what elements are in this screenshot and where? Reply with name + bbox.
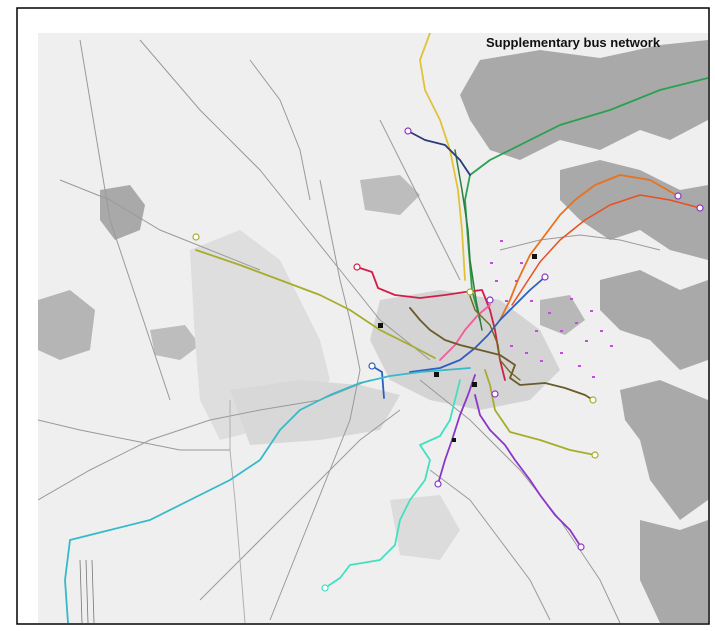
water-areas	[38, 40, 708, 623]
station-icons	[378, 254, 537, 442]
bus-routes	[64, 33, 708, 623]
route-brown	[409, 307, 594, 401]
route-navy	[407, 130, 471, 176]
route-blue	[371, 365, 385, 399]
route-teal	[64, 367, 471, 623]
route-purple	[437, 374, 582, 548]
route-dark-green	[454, 149, 483, 331]
route-blue-2	[409, 276, 546, 373]
route-dark-olive	[469, 295, 521, 381]
route-olive-2	[484, 369, 596, 456]
route-aqua	[324, 379, 461, 589]
stop-markers	[490, 240, 613, 378]
terminus-markers	[192, 127, 704, 592]
route-olive	[195, 249, 436, 359]
route-pink	[439, 304, 491, 361]
map-title: Supplementary bus network	[486, 35, 661, 50]
route-red-orange	[511, 194, 701, 306]
railway	[79, 559, 95, 623]
route-orange	[499, 174, 679, 321]
route-yellow	[419, 33, 466, 281]
route-crimson	[356, 266, 506, 381]
